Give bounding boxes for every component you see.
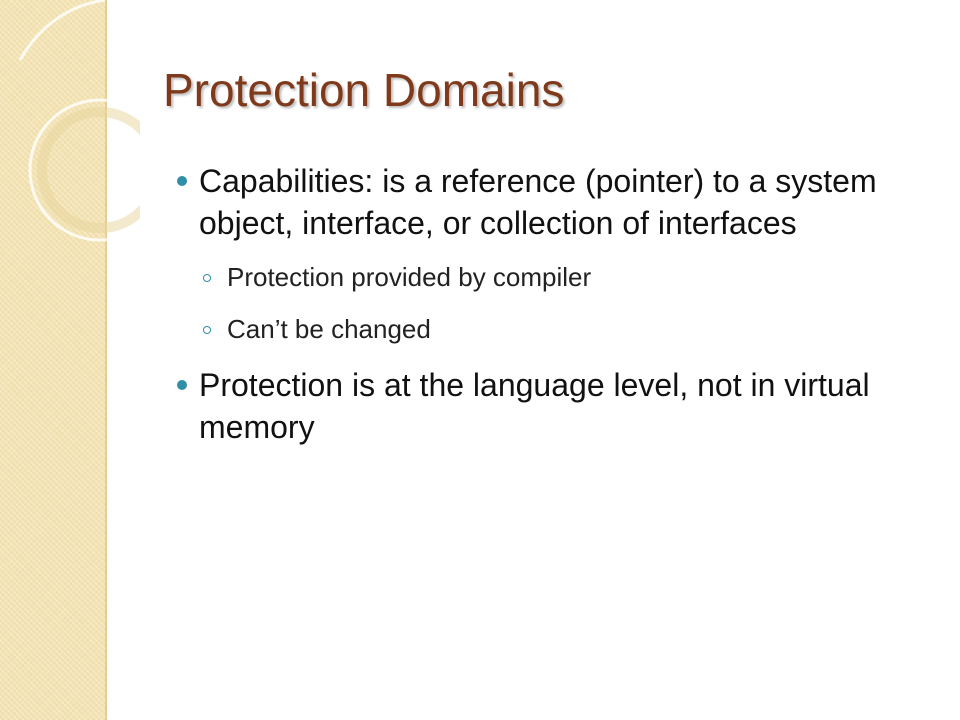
sub-bullet-item: Protection provided by compiler [177, 260, 917, 294]
bullet-item: Protection is at the language level, not… [177, 364, 917, 448]
bullet-marker [177, 176, 187, 186]
bullet-marker [177, 380, 187, 390]
sub-bullet-marker [203, 274, 211, 282]
bullet-item: Capabilities: is a reference (pointer) t… [177, 160, 917, 244]
bullet-text: Protection is at the language level, not… [199, 367, 870, 445]
sub-bullet-text: Protection provided by compiler [227, 262, 592, 292]
slide-title: Protection Domains [163, 64, 565, 116]
bullet-text: Capabilities: is a reference (pointer) t… [199, 163, 877, 241]
decorative-circles [18, 0, 140, 242]
sub-bullet-item: Can’t be changed [177, 312, 917, 346]
bullet-list: Capabilities: is a reference (pointer) t… [177, 160, 917, 448]
sub-bullet-text: Can’t be changed [227, 314, 431, 344]
sub-bullet-marker [203, 326, 211, 334]
